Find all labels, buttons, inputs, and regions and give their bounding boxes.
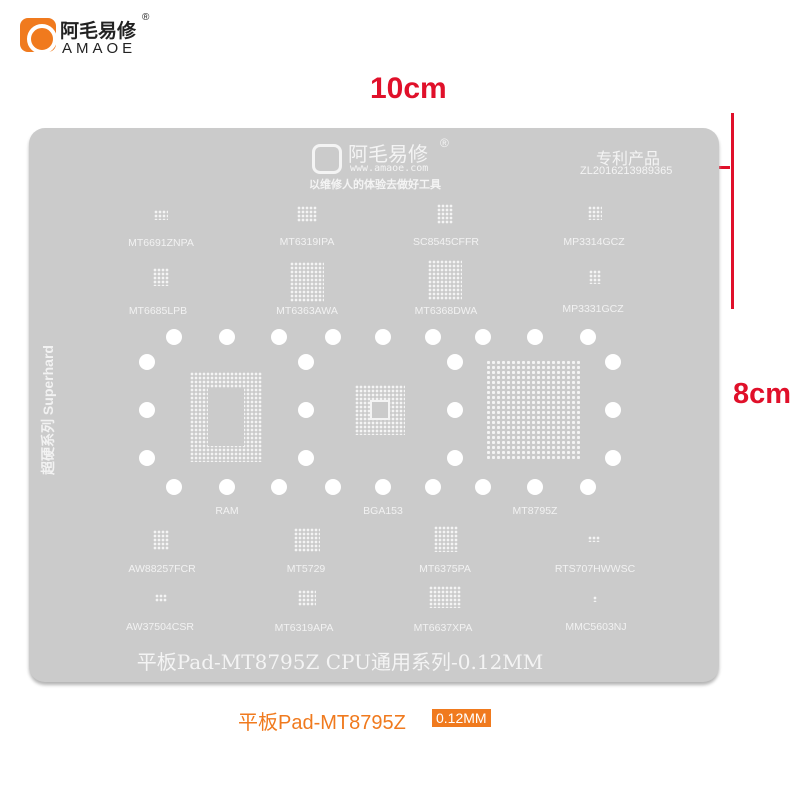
chip-pattern — [588, 206, 602, 220]
chip-label: MT6368DWA — [414, 305, 478, 317]
chip-label: MP3331GCZ — [562, 303, 624, 315]
brand-name-cn: 阿毛易修 — [60, 20, 137, 42]
stencil-title: 平板Pad-MT8795Z CPU通用系列-0.12MM — [136, 650, 544, 674]
alignment-hole — [166, 329, 182, 345]
amaoe-logo-icon — [20, 18, 57, 54]
chip-pattern — [593, 596, 597, 602]
stencil-slogan: 以维修人的体验去做好工具 — [309, 179, 441, 191]
chip-label: RAM — [215, 505, 239, 517]
chip-label: AW88257FCR — [128, 563, 196, 575]
width-dimension: 10cm — [370, 72, 447, 105]
stencil-registered: ® — [440, 136, 449, 150]
alignment-hole — [605, 450, 621, 466]
chip-label: BGA153 — [363, 505, 403, 517]
chip-label: MT6375PA — [419, 563, 471, 575]
alignment-hole — [527, 479, 543, 495]
chip-pattern — [588, 536, 600, 542]
alignment-hole — [219, 479, 235, 495]
chip-pattern — [429, 586, 461, 608]
chip-label: MT8795Z — [512, 505, 558, 517]
chip-label: SC8545CFFR — [413, 236, 479, 248]
chip-label: MT6691ZNPA — [128, 237, 194, 249]
alignment-hole — [425, 479, 441, 495]
chip-pattern — [290, 262, 324, 302]
stencil-url: www.amaoe.com — [350, 163, 429, 174]
patent-number: ZL2016213989365 — [580, 165, 673, 177]
alignment-hole — [219, 329, 235, 345]
alignment-hole — [475, 329, 491, 345]
alignment-hole — [447, 354, 463, 370]
alignment-hole — [375, 479, 391, 495]
mt8795z-pattern — [486, 360, 580, 460]
alignment-hole — [425, 329, 441, 345]
alignment-hole — [580, 479, 596, 495]
chip-label: MT6363AWA — [276, 305, 338, 317]
chip-pattern — [298, 590, 316, 606]
alignment-hole — [475, 479, 491, 495]
alignment-hole — [139, 450, 155, 466]
chip-pattern — [428, 260, 462, 300]
alignment-hole — [325, 329, 341, 345]
chip-label: MT6685LPB — [128, 305, 188, 317]
chip-label: MT6319IPA — [279, 236, 335, 248]
height-dimension-line — [731, 113, 734, 309]
chip-pattern — [434, 526, 458, 552]
chip-pattern — [153, 268, 169, 286]
brand-name-en: AMAOE — [62, 40, 137, 57]
alignment-hole — [139, 354, 155, 370]
side-text: 超硬系列 Superhard — [40, 345, 56, 475]
chip-pattern — [294, 528, 320, 552]
alignment-hole — [375, 329, 391, 345]
chip-pattern — [154, 210, 168, 220]
height-dimension: 8cm — [733, 378, 792, 410]
chip-label: MMC5603NJ — [565, 621, 627, 633]
alignment-hole — [325, 479, 341, 495]
alignment-hole — [271, 479, 287, 495]
alignment-hole — [298, 402, 314, 418]
chip-pattern — [155, 594, 167, 602]
alignment-hole — [605, 402, 621, 418]
alignment-hole — [527, 329, 543, 345]
chip-label: AW37504CSR — [126, 621, 194, 633]
chip-pattern — [153, 530, 169, 550]
alignment-hole — [166, 479, 182, 495]
caption-name: 平板Pad-MT8795Z — [238, 712, 406, 734]
alignment-hole — [298, 450, 314, 466]
chip-label: MT5729 — [286, 563, 326, 575]
chip-label: RTS707HWWSC — [554, 563, 636, 575]
thickness-badge: 0.12MM — [432, 709, 491, 727]
alignment-hole — [447, 450, 463, 466]
chip-label: MP3314GCZ — [563, 236, 625, 248]
stencil-brand: 阿毛易修 — [348, 142, 428, 166]
alignment-hole — [580, 329, 596, 345]
patent-label: 专利产品 — [596, 151, 661, 168]
alignment-hole — [605, 354, 621, 370]
registered-mark: ® — [142, 12, 150, 23]
chip-pattern — [437, 204, 453, 224]
chip-pattern — [297, 206, 317, 222]
chip-label: MT6637XPA — [413, 622, 473, 634]
chip-pattern — [589, 270, 601, 284]
stencil-logo-icon — [312, 144, 342, 174]
alignment-hole — [139, 402, 155, 418]
alignment-hole — [271, 329, 287, 345]
alignment-hole — [447, 402, 463, 418]
alignment-hole — [298, 354, 314, 370]
chip-label: MT6319APA — [274, 622, 334, 634]
